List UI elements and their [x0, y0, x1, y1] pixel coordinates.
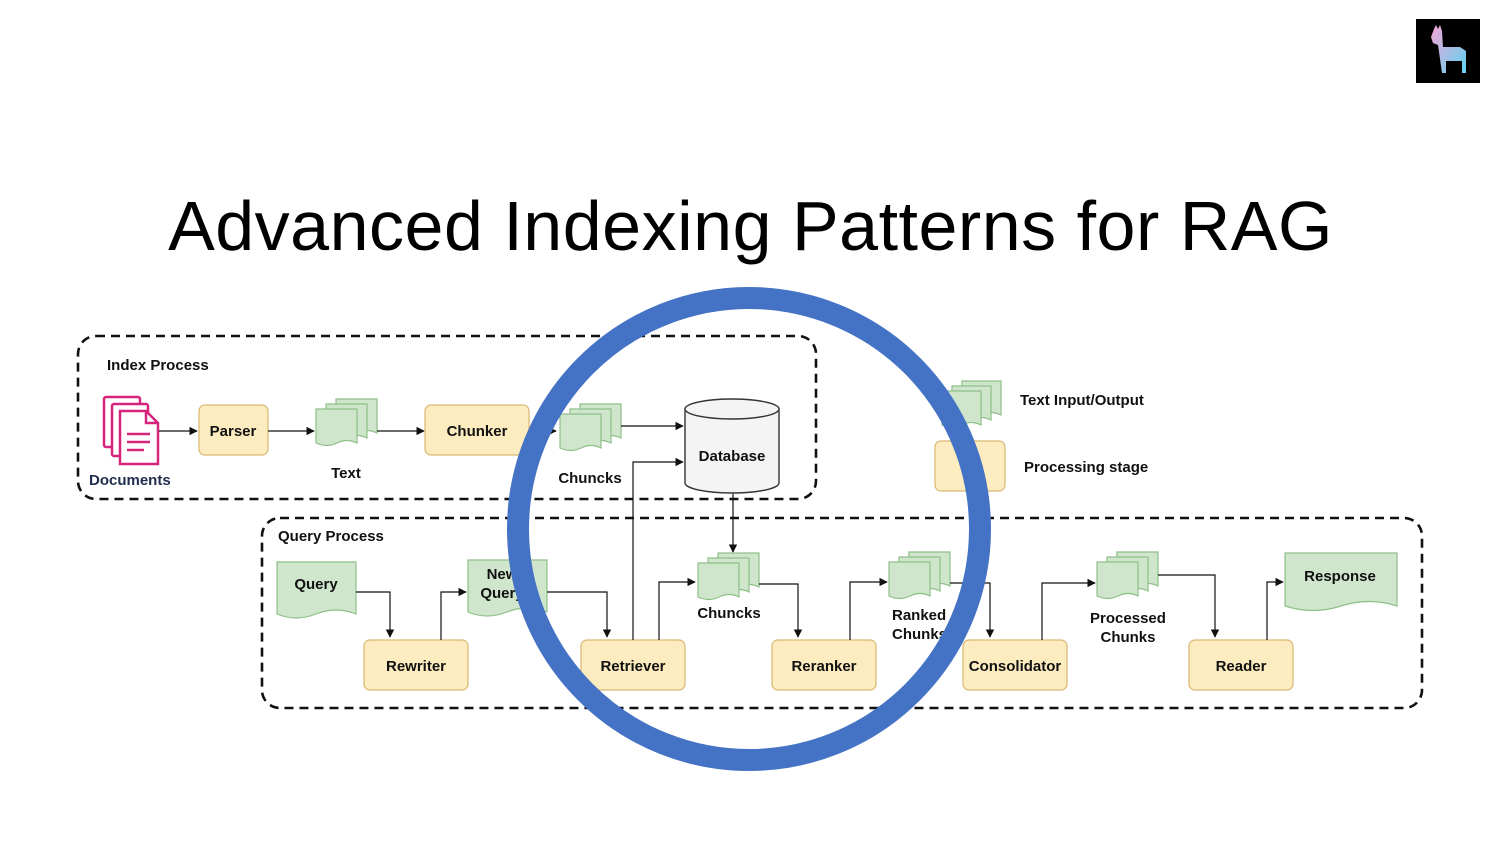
response-label: Response	[1304, 568, 1376, 585]
reranker-label: Reranker	[791, 658, 856, 675]
legend-processing-label: Processing stage	[1024, 459, 1148, 476]
database-label: Database	[699, 448, 766, 465]
documents-label: Documents	[89, 472, 171, 489]
database-node	[684, 398, 780, 494]
llama-icon	[1431, 25, 1466, 73]
query-chuncks-label: Chuncks	[697, 605, 760, 622]
query-label: Query	[294, 576, 338, 593]
edge-newquery-retriever	[547, 591, 612, 638]
query-process-label: Query Process	[278, 528, 384, 545]
slide-title: Advanced Indexing Patterns for RAG	[168, 187, 1333, 265]
query-process-group	[260, 516, 1424, 710]
index-process-group	[76, 334, 818, 501]
edge-consolidator-processed	[1041, 578, 1096, 640]
reader-node	[1188, 639, 1294, 691]
response-node	[1284, 552, 1398, 612]
new-query-label-line1: New	[487, 566, 518, 583]
edge-retriever-chuncks	[658, 577, 696, 640]
consolidator-node	[962, 639, 1068, 691]
ranked-chunks-label-line1: Ranked	[892, 607, 946, 624]
ranked-chunks-icon	[888, 551, 951, 600]
text-label: Text	[331, 465, 361, 482]
parser-node	[198, 404, 269, 456]
rewriter-node	[363, 639, 469, 691]
processed-chunks-icon	[1096, 551, 1159, 600]
retriever-label: Retriever	[600, 658, 665, 675]
ranked-chunks-label-line2: Chunks	[892, 626, 947, 643]
reranker-node	[771, 639, 877, 691]
index-process-label: Index Process	[107, 357, 209, 374]
query-node	[276, 561, 357, 619]
consolidator-label: Consolidator	[969, 658, 1062, 675]
index-chuncks-icon	[559, 403, 622, 452]
edge-processed-reader	[1158, 574, 1220, 638]
new-query-label-line2: Query	[480, 585, 524, 602]
edge-rewriter-newquery	[440, 587, 467, 640]
parser-label: Parser	[210, 423, 257, 440]
highlight-circle	[507, 287, 991, 771]
chunker-label: Chunker	[447, 423, 508, 440]
edge-reader-response	[1266, 577, 1284, 640]
processed-chunks-label-line2: Chunks	[1100, 629, 1155, 646]
rewriter-label: Rewriter	[386, 658, 446, 675]
query-chuncks-icon	[697, 552, 760, 601]
edge-chuncks-reranker	[759, 583, 803, 638]
index-chuncks-label: Chuncks	[558, 470, 621, 487]
reader-label: Reader	[1216, 658, 1267, 675]
llama-logo	[1416, 19, 1480, 83]
edge-query-rewriter	[356, 591, 395, 638]
text-chunks-icon	[315, 398, 378, 447]
legend-text-io-label: Text Input/Output	[1020, 392, 1144, 409]
processed-chunks-label-line1: Processed	[1090, 610, 1166, 627]
edge-reranker-ranked	[849, 577, 888, 640]
edge-retriever-database	[632, 457, 684, 640]
documents-icon	[102, 395, 160, 466]
